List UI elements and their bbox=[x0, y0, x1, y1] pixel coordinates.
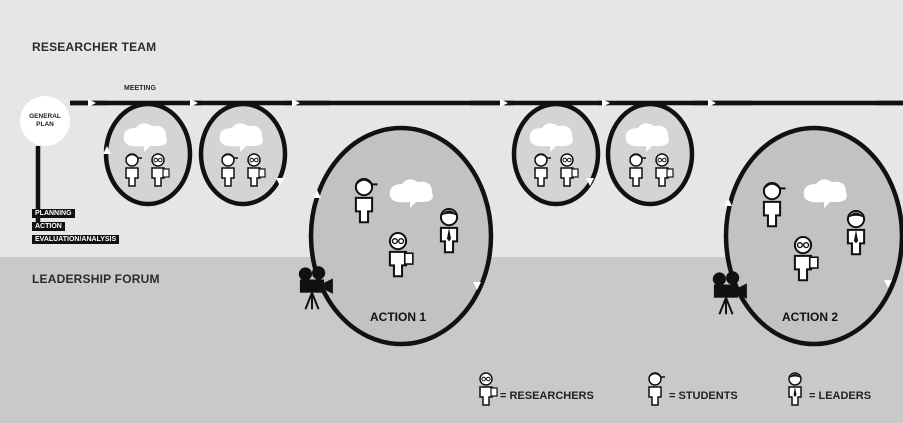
action-loop-2 bbox=[723, 125, 903, 347]
phase-evaluation: EVALUATION/ANALYSIS bbox=[32, 235, 120, 244]
meeting-loop-3 bbox=[511, 101, 601, 207]
legend-students: = STUDENTS bbox=[669, 390, 738, 402]
flow-arrows bbox=[88, 99, 892, 290]
phase-action: ACTION bbox=[32, 222, 65, 231]
leader-icon bbox=[788, 372, 802, 406]
general-plan-line2: PLAN bbox=[36, 121, 54, 128]
leadership-forum-label: LEADERSHIP FORUM bbox=[32, 272, 160, 286]
action-1-label: ACTION 1 bbox=[370, 310, 427, 324]
general-plan-node: GENERAL PLAN bbox=[20, 96, 70, 146]
legend-leaders: = LEADERS bbox=[809, 390, 872, 402]
general-plan-line1: GENERAL bbox=[29, 113, 61, 120]
phase-planning: PLANNING bbox=[32, 209, 75, 218]
meeting-loop-2 bbox=[198, 101, 288, 207]
meeting-label: MEETING bbox=[124, 85, 156, 92]
legend-researchers: = RESEARCHERS bbox=[500, 390, 594, 402]
meeting-loop-1 bbox=[103, 101, 193, 207]
researcher-team-label: RESEARCHER TEAM bbox=[32, 40, 157, 54]
student-icon bbox=[648, 372, 666, 406]
meeting-loop-4 bbox=[605, 101, 695, 207]
researcher-icon bbox=[479, 372, 498, 406]
action-2-label: ACTION 2 bbox=[782, 310, 839, 324]
